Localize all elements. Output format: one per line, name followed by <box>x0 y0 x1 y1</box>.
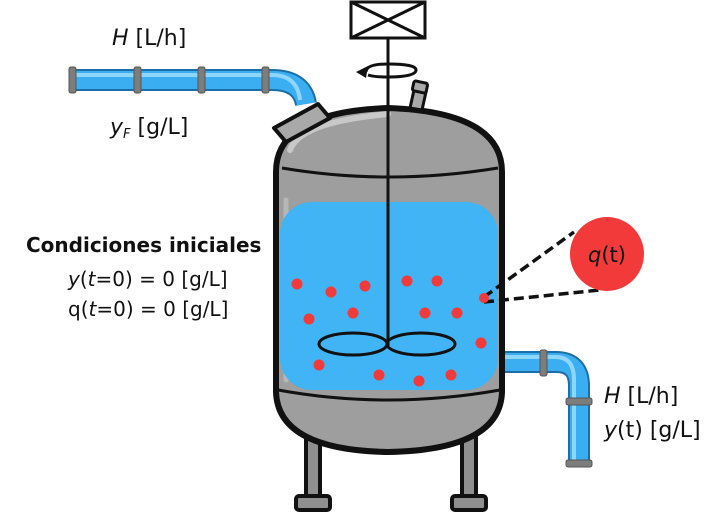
particle-callout-circle <box>570 217 644 291</box>
particle <box>445 369 457 381</box>
particle <box>413 375 425 387</box>
particle <box>359 280 371 292</box>
initial-condition-q: q(t=0) = 0 [g/L] <box>68 297 229 321</box>
particle <box>419 307 431 319</box>
particle <box>347 307 359 319</box>
particle <box>451 307 463 319</box>
particle <box>313 359 325 371</box>
tank-hatch <box>272 102 332 144</box>
callout-lines <box>482 230 601 304</box>
tank-vent <box>408 79 430 112</box>
inlet-flow-label: H [L/h] <box>112 26 187 51</box>
particles <box>291 275 487 387</box>
outlet-flow-label: H [L/h] <box>604 384 679 409</box>
inlet-concentration-label: yF [g/L] <box>110 115 189 142</box>
particle <box>325 286 337 298</box>
particle <box>475 337 487 349</box>
inlet-pipe <box>68 66 317 107</box>
particle <box>373 369 385 381</box>
initial-conditions-title: Condiciones iniciales <box>26 233 262 257</box>
particle <box>431 275 443 287</box>
rotation-arrow-icon <box>356 62 418 79</box>
impeller-icon <box>317 331 457 357</box>
outlet-concentration-label: y(t) [g/L] <box>604 418 701 443</box>
callout-particle <box>479 293 489 303</box>
particle <box>291 278 303 290</box>
particle-callout-label: q(t) <box>588 243 626 267</box>
particle <box>303 313 315 325</box>
particle <box>401 275 413 287</box>
motor-box-icon <box>349 0 427 40</box>
outlet-pipe <box>500 349 593 468</box>
initial-condition-y: y(t=0) = 0 [g/L] <box>68 267 228 291</box>
